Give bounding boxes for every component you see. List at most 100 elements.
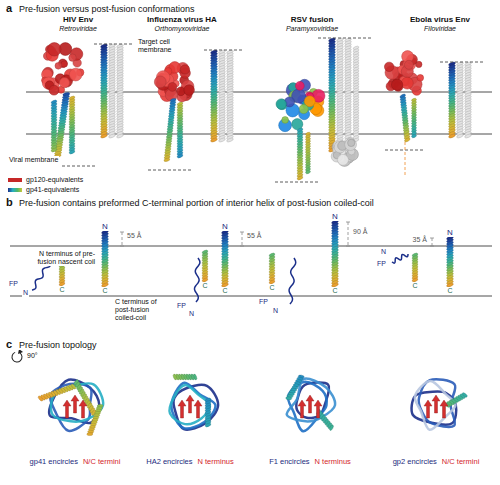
domain-lobe [295, 81, 304, 90]
alpha-helix [116, 43, 124, 138]
caption-text: HA2 encircles [145, 458, 193, 467]
domain-lobe [154, 76, 166, 88]
protein-domain [331, 137, 358, 166]
topology-model [37, 378, 104, 437]
alpha-helix [344, 37, 352, 152]
domain-lobe [392, 79, 403, 90]
alpha-helix [205, 397, 212, 427]
domain-lobe [59, 78, 69, 88]
caption-text: N/C termini [82, 458, 122, 467]
beta-strand-arrow [63, 400, 71, 418]
peptide-coil [32, 262, 50, 290]
membrane-level [275, 182, 320, 183]
domain-lobe [49, 85, 59, 95]
helix-turn [286, 396, 292, 400]
helix-turn [210, 137, 218, 142]
panel-heading: Pre-fusion versus post-fusion conformati… [18, 4, 196, 14]
helix-turn [37, 395, 43, 401]
virus-family: Paramyxoviridae [285, 25, 339, 33]
protein-domain [384, 51, 423, 96]
fusion-peptide-label: FP [376, 260, 387, 268]
helix-turn [329, 424, 334, 431]
alpha-helix [336, 37, 344, 152]
terminus-label: C [411, 282, 418, 290]
panel-b-artwork [10, 219, 492, 304]
dimension-tick [120, 232, 124, 233]
virus-family: Retroviridae [58, 25, 98, 33]
domain-lobe [417, 75, 424, 82]
beta-strand-arrow [298, 400, 306, 418]
terminus-note: C terminus of post-fusion coiled-coil [114, 298, 172, 322]
terminus-label: C [268, 284, 275, 292]
helix-turn [448, 133, 456, 138]
helix-turn [108, 133, 116, 138]
domain-lobe [55, 63, 62, 70]
helix-turn [305, 170, 311, 175]
dimension-bracket [122, 232, 123, 246]
alpha-helix [108, 43, 116, 138]
dimension-tick [346, 222, 350, 223]
helix-turn [69, 149, 76, 154]
alpha-helix [353, 45, 360, 142]
peptide-coil [194, 258, 199, 302]
alpha-helix [443, 391, 468, 409]
rotation-label: 90° [26, 352, 39, 360]
domain-lobe [184, 85, 195, 96]
distance-label: 35 Å [412, 236, 428, 244]
alpha-helix [328, 37, 336, 152]
alpha-helix [446, 235, 454, 287]
alpha-helix [448, 61, 456, 138]
alpha-helix [269, 252, 276, 284]
alpha-helix [69, 95, 76, 154]
dimension-tick [430, 246, 434, 247]
beta-strand-arrow [440, 400, 448, 418]
panel-letter: b [5, 196, 14, 209]
reference-line [10, 296, 492, 297]
alpha-helix [177, 101, 184, 158]
topology-model [285, 373, 336, 432]
helix-turn [116, 133, 124, 138]
rotation-arrow [12, 352, 23, 363]
beta-loop [50, 384, 91, 431]
panel-heading: Pre-fusion contains preformed C-terminal… [18, 198, 375, 208]
helix-turn [411, 134, 417, 139]
beta-strand-arrow [178, 400, 186, 418]
panel-letter: c [5, 338, 13, 351]
reference-line [10, 246, 492, 247]
helix-turn [226, 137, 234, 142]
legend-gradient-swatch [8, 188, 22, 192]
helix-turn [51, 147, 58, 152]
beta-loop [296, 383, 329, 418]
beta-strand-arrow [194, 400, 202, 418]
domain-lobe [401, 77, 413, 89]
alpha-helix [37, 383, 77, 403]
legend-swatch [8, 178, 22, 182]
beta-strand-arrow [71, 395, 79, 413]
legend-item: gp120-equivalents [8, 176, 83, 184]
alpha-helix [100, 43, 108, 138]
alpha-helix [297, 127, 304, 180]
helix-turn [177, 153, 184, 158]
panel-a-artwork [26, 37, 492, 182]
alpha-helix [210, 49, 218, 142]
caption-text: N/C termini [441, 458, 481, 467]
virus-family: Orthomyxoviridae [154, 25, 211, 33]
caption-text: gp2 encircles [392, 458, 438, 467]
terminus-label: N [22, 289, 29, 297]
dimension-tick [240, 246, 244, 247]
terminus-label: C [221, 287, 228, 295]
caption-text: gp41 encircles [29, 458, 79, 467]
legend-text: gp41-equivalents [26, 186, 79, 193]
panel-heading: Pre-fusion topology [18, 340, 98, 350]
terminus-label: C [58, 286, 65, 294]
topology-model [412, 379, 469, 429]
terminus-label: N [221, 222, 229, 231]
domain-lobe [61, 61, 67, 67]
alpha-helix [172, 374, 197, 381]
panel-c-artwork [12, 349, 469, 438]
domain-lobe [299, 104, 308, 113]
panel-letter: a [5, 2, 13, 15]
dimension-bracket [348, 222, 349, 246]
terminus-label: C [101, 287, 108, 295]
terminus-label: N [101, 222, 109, 231]
